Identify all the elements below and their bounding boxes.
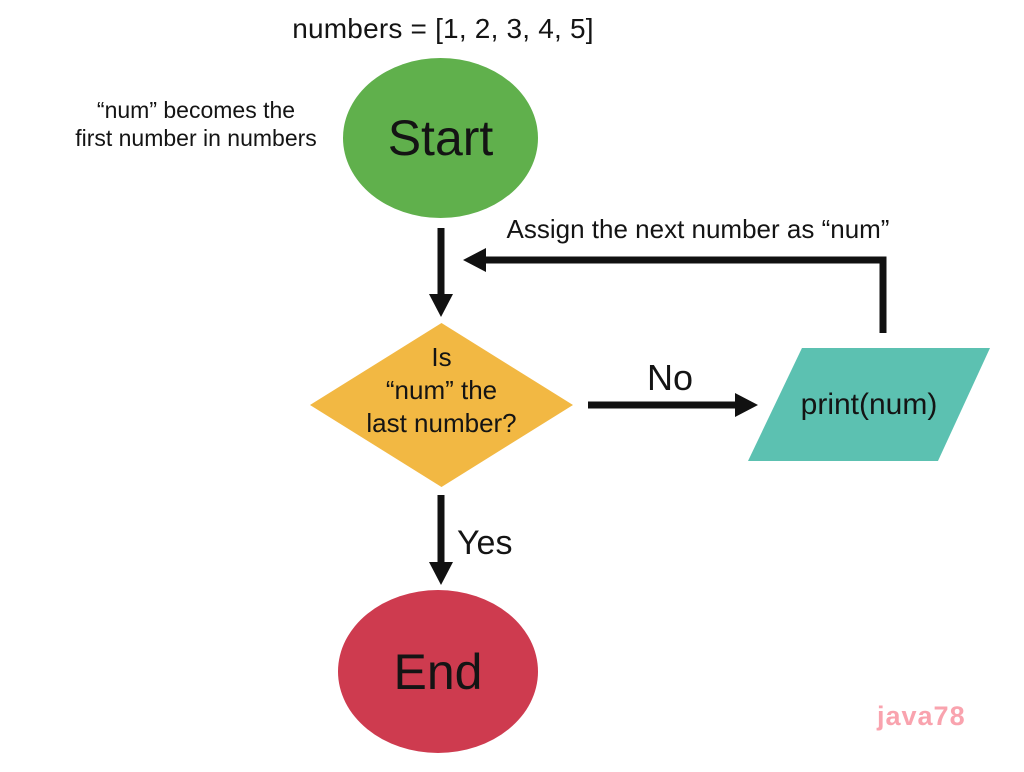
print-node-label: print(num) (800, 387, 938, 421)
start-node: Start (343, 58, 538, 218)
yes-edge-label: Yes (457, 524, 513, 562)
yes-arrow (429, 495, 453, 585)
print-node: print(num) (748, 348, 990, 461)
end-node-label: End (393, 643, 483, 700)
no-edge-label: No (646, 357, 694, 398)
start-annotation-line1: “num” becomes the (96, 97, 296, 123)
decision-label-line2: “num” the (385, 374, 498, 405)
start-annotation: “num” becomes the first number in number… (50, 96, 342, 152)
start-annotation-line2: first number in numbers (75, 125, 317, 151)
loop-edge-label: Assign the next number as “num” (506, 214, 890, 244)
decision-label-line1: Is (431, 341, 452, 372)
end-node: End (338, 590, 538, 753)
decision-node: Is “num” the last number? (310, 323, 573, 487)
array-definition-text: numbers = [1, 2, 3, 4, 5] (292, 13, 594, 44)
decision-label-line3: last number? (366, 407, 517, 438)
watermark-text: java78 (877, 701, 966, 731)
start-node-label: Start (387, 110, 494, 166)
decision-node-label: Is “num” the last number? (366, 341, 516, 440)
loop-back-arrow (463, 248, 887, 333)
start-to-decision-arrow (429, 228, 453, 317)
